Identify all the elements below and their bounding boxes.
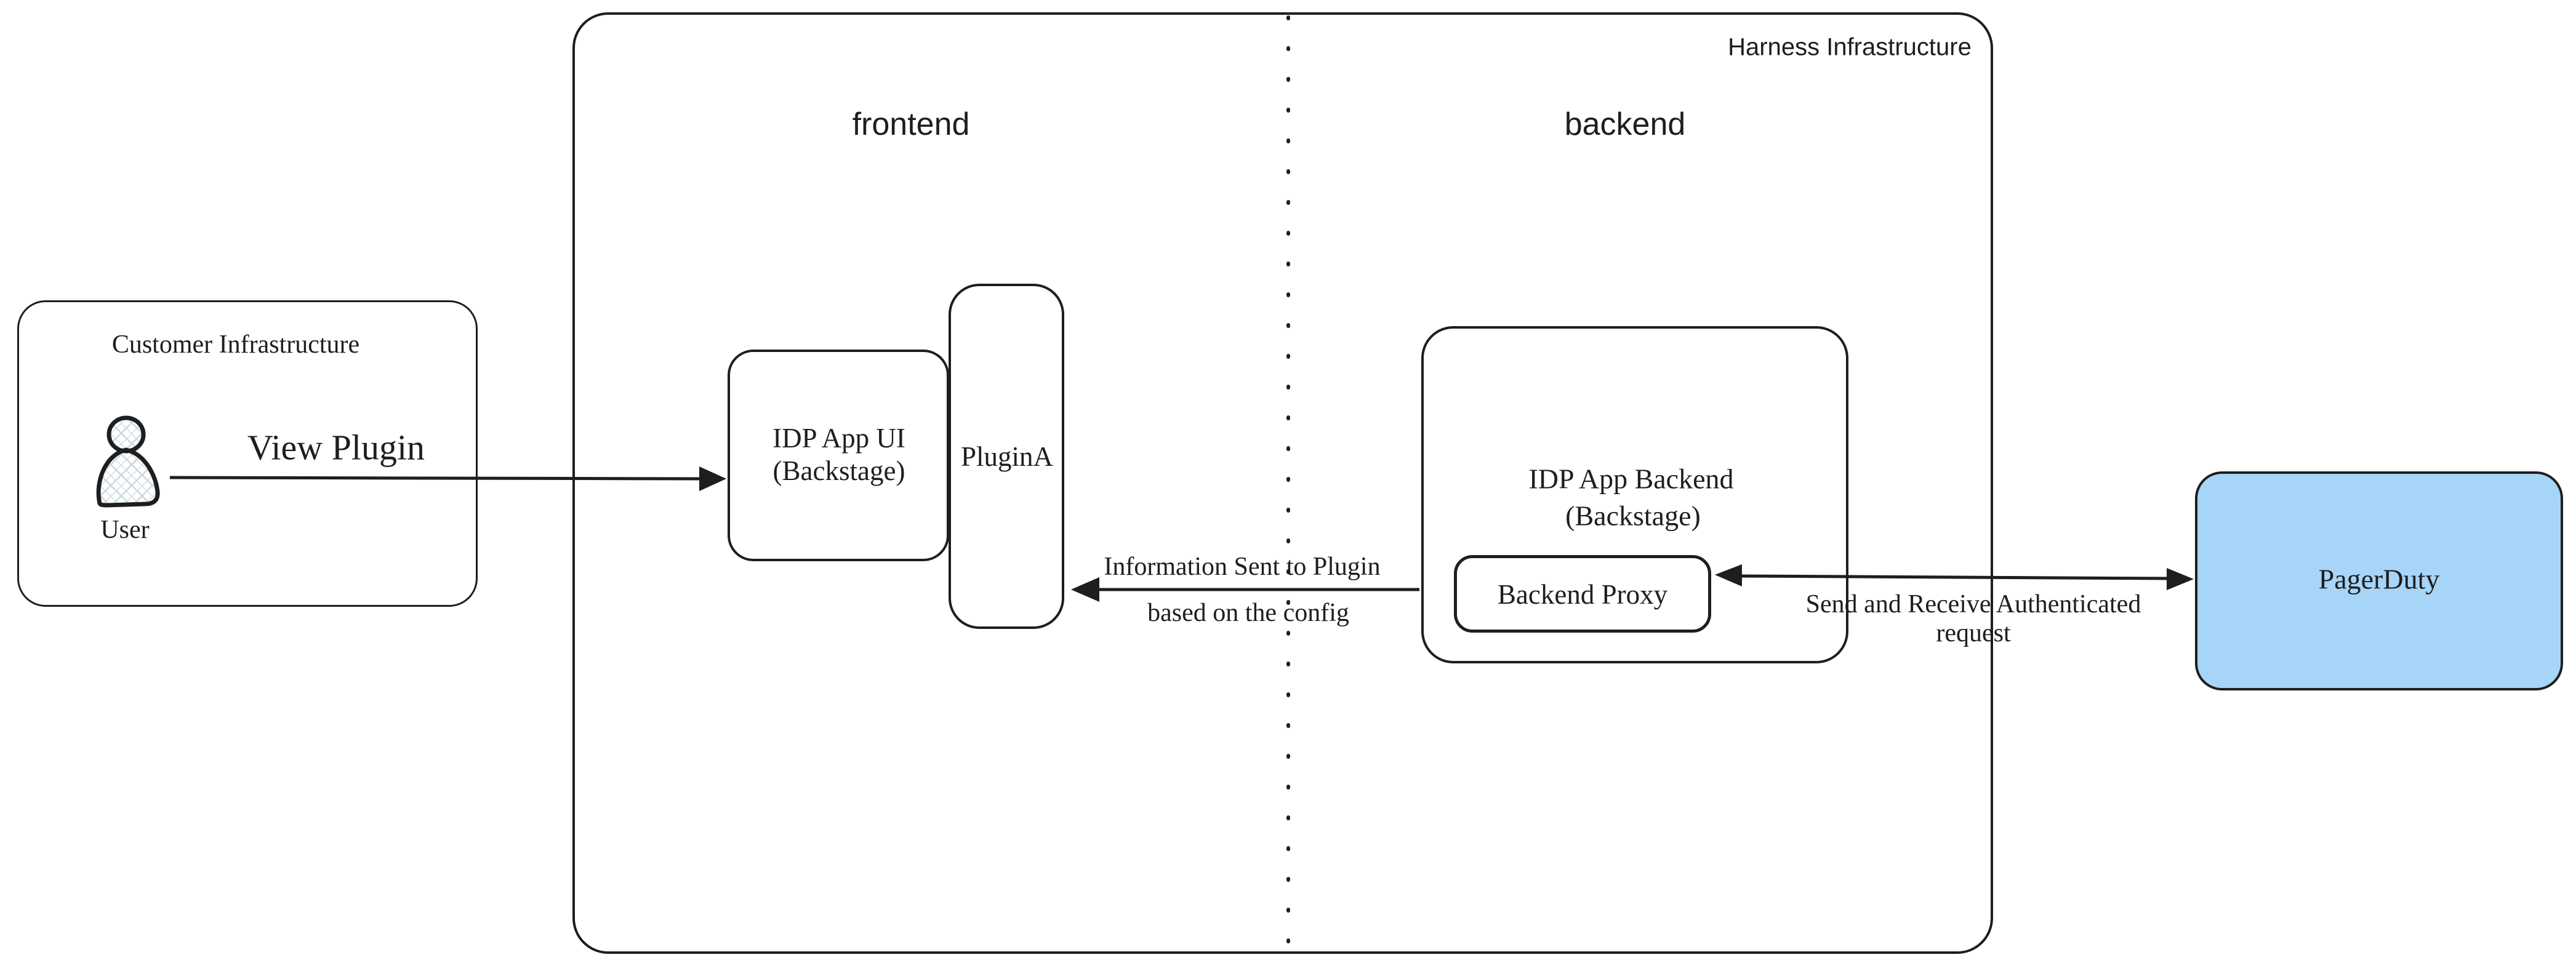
frontend-region-label: frontend — [852, 106, 970, 142]
idp-app-ui-label-line2: (Backstage) — [772, 455, 905, 486]
plugin-a-box — [949, 284, 1064, 629]
idp-app-ui-label-line1: IDP App UI — [772, 423, 905, 454]
backend-proxy-label: Backend Proxy — [1497, 579, 1668, 610]
pagerduty-box — [2195, 471, 2563, 690]
idp-app-backend-label-line2: (Backstage) — [1565, 500, 1701, 532]
customer-infrastructure-box — [17, 300, 478, 607]
send-receive-arrow-label-line1: Send and Receive Authenticated — [1805, 590, 2141, 618]
view-plugin-arrow-label: View Plugin — [247, 427, 425, 468]
idp-app-ui-box — [728, 350, 949, 561]
customer-infrastructure-label: Customer Infrastructure — [111, 330, 360, 359]
harness-infrastructure-box — [572, 12, 1993, 954]
pagerduty-label: PagerDuty — [2318, 563, 2440, 595]
plugin-a-label: PluginA — [960, 441, 1054, 472]
user-label: User — [100, 516, 150, 544]
backend-region-label: backend — [1564, 106, 1686, 142]
harness-infrastructure-label: Harness Infrastructure — [1728, 33, 1972, 61]
idp-app-backend-box — [1421, 326, 1848, 663]
info-sent-arrow-label-line1: Information Sent to Plugin — [1104, 553, 1381, 581]
idp-app-backend-label-line1: IDP App Backend — [1528, 463, 1734, 495]
backend-proxy-box — [1454, 555, 1711, 633]
send-receive-arrow-label-line2: request — [1936, 619, 2011, 647]
info-sent-arrow-label-line2: based on the config — [1147, 599, 1349, 627]
